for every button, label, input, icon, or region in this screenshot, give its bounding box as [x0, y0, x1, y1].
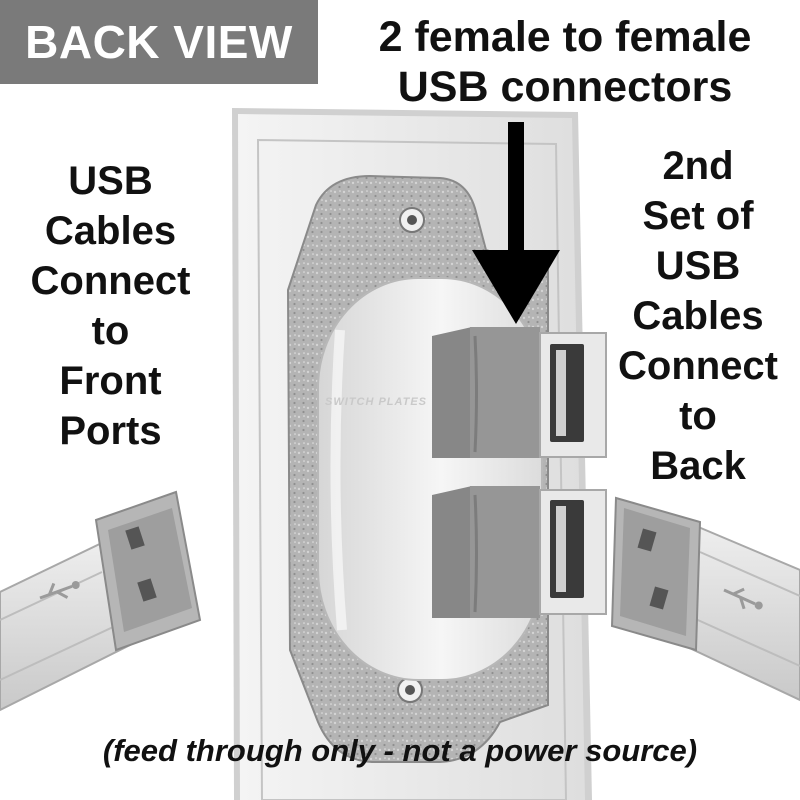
usb-symbol-icon: [39, 581, 80, 600]
connector-callout: 2 female to female USB connectors: [330, 12, 800, 112]
back-ports-caption: 2nd Set of USB Cables Connect to Back: [604, 141, 792, 491]
front-ports-caption: USB Cables Connect to Front Ports: [8, 156, 213, 456]
caption-line: 2nd: [662, 144, 734, 188]
caption-line: Cables: [44, 209, 177, 253]
right-usb-cable: [610, 496, 800, 702]
usb-coupler-bottom: [432, 486, 607, 618]
usb-symbol-icon: [723, 587, 763, 610]
caption-line: Connect: [618, 344, 778, 388]
caption-line: Ports: [59, 409, 162, 453]
left-usb-cable: [0, 490, 202, 712]
caption-line: Front: [59, 359, 162, 403]
caption-line: Set of: [642, 194, 754, 238]
down-arrow-icon: [472, 122, 560, 324]
power-disclaimer: (feed through only - not a power source): [102, 733, 698, 768]
caption-line: to: [679, 394, 717, 438]
caption-line: to: [91, 309, 130, 353]
watermark: SWITCH PLATES: [325, 396, 428, 408]
caption-line: USB: [68, 159, 153, 203]
usb-port-bottom: [550, 500, 584, 598]
caption-line: USB: [655, 244, 741, 288]
callout-line: USB connectors: [397, 63, 733, 111]
caption-line: Cables: [632, 294, 764, 338]
back-view-badge: BACK VIEW: [0, 0, 318, 84]
usb-coupler-top: [432, 327, 607, 458]
usb-port-top: [550, 344, 584, 442]
callout-line: 2 female to female: [378, 13, 752, 61]
caption-line: Connect: [30, 259, 191, 303]
caption-line: Back: [650, 444, 746, 488]
